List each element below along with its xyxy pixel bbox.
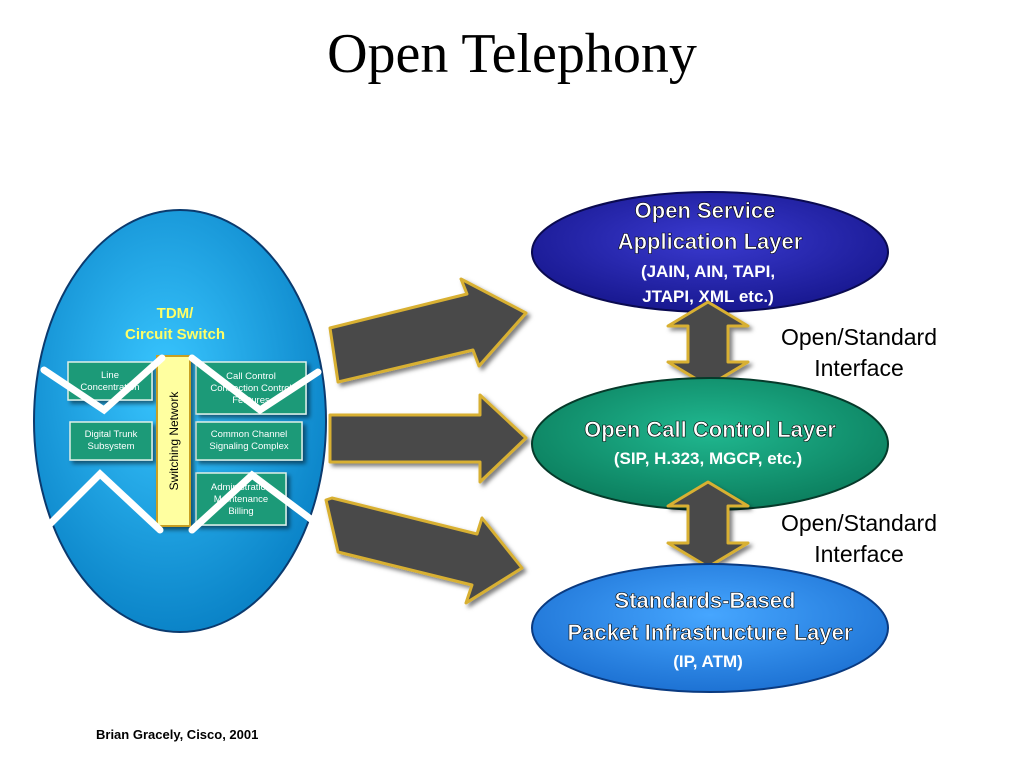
service-layer: Open Service Application Layer (JAIN, AI…: [531, 191, 889, 313]
svg-text:Maintenance: Maintenance: [214, 494, 268, 505]
svg-text:Call Control: Call Control: [226, 371, 276, 382]
svg-text:Billing: Billing: [228, 506, 253, 517]
svg-text:Subsystem: Subsystem: [88, 441, 135, 452]
switching-network-bar: Switching Network: [156, 355, 191, 527]
lower-interface-line-1: Open/Standard: [780, 510, 937, 536]
strike-x-marks: [40, 354, 322, 534]
svg-text:Signaling Complex: Signaling Complex: [209, 441, 288, 452]
call-control-layer: Open Call Control Layer (SIP, H.323, MGC…: [531, 377, 889, 511]
service-layer-sub-1: (JAIN, AIN, TAPI,: [641, 262, 775, 281]
tdm-circuit-switch: TDM/ Circuit Switch Line Concentration C…: [33, 209, 327, 633]
svg-text:Digital Trunk: Digital Trunk: [85, 429, 138, 440]
service-layer-title-1: Open Service: [635, 198, 776, 223]
service-layer-sub-2: JTAPI, XML etc.): [642, 287, 774, 306]
service-layer-title-2: Application Layer: [618, 229, 803, 254]
switching-network-label: Switching Network: [167, 391, 181, 491]
upper-interface-arrow: [666, 300, 750, 388]
packet-layer-title-2: Packet Infrastructure Layer: [568, 620, 853, 645]
strike-line-upper: [40, 354, 166, 415]
upper-interface-line-2: Interface: [814, 355, 904, 381]
packet-layer: Standards-Based Packet Infrastructure La…: [531, 563, 889, 693]
arrow-to-service-layer: [328, 277, 528, 384]
migration-arrows: [324, 277, 528, 605]
svg-text:Connection Control: Connection Control: [210, 383, 291, 394]
packet-layer-oval: [531, 563, 889, 693]
strike-line-lower-right: [188, 470, 316, 534]
svg-text:Common Channel: Common Channel: [211, 429, 288, 440]
call-control-layer-sub: (SIP, H.323, MGCP, etc.): [614, 449, 802, 468]
module-common-channel: Common Channel Signaling Complex: [195, 421, 303, 461]
footer-credit: Brian Gracely, Cisco, 2001: [96, 727, 259, 742]
packet-layer-sub: (IP, ATM): [673, 652, 743, 671]
svg-text:Concentration: Concentration: [80, 382, 139, 393]
module-digital-trunk: Digital Trunk Subsystem: [69, 421, 153, 461]
arrow-to-packet-layer: [324, 496, 524, 605]
upper-interface-label: Open/Standard Interface: [754, 322, 964, 384]
lower-interface-label: Open/Standard Interface: [754, 508, 964, 570]
tdm-heading-line-2: Circuit Switch: [125, 326, 225, 343]
arrow-to-call-control-layer: [328, 393, 528, 484]
packet-layer-title-1: Standards-Based: [615, 588, 796, 613]
slide-title: Open Telephony: [327, 23, 697, 85]
tdm-heading-line-1: TDM/: [157, 305, 194, 322]
strike-line-lower: [42, 469, 164, 534]
svg-text:Line: Line: [101, 370, 119, 381]
call-control-layer-title: Open Call Control Layer: [584, 417, 836, 442]
strike-line-upper-right: [188, 354, 322, 415]
upper-interface-line-1: Open/Standard: [780, 324, 937, 350]
lower-interface-line-2: Interface: [814, 541, 904, 567]
